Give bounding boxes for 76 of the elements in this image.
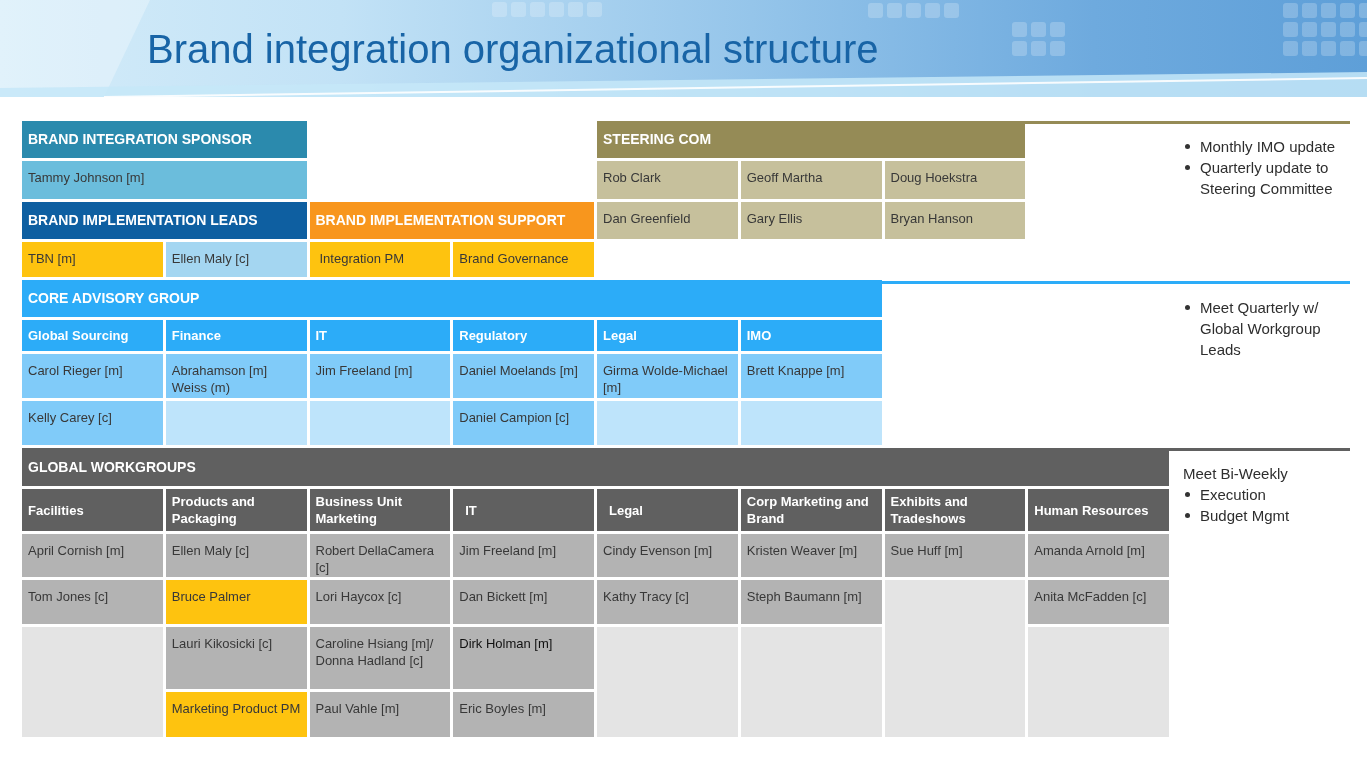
note-text: Budget Mgmt bbox=[1200, 506, 1291, 526]
group-header-bar: STEERING COM bbox=[597, 121, 1026, 158]
member-cell: Daniel Campion [c] bbox=[453, 401, 594, 445]
member-cell: Lori Haycox [c] bbox=[309, 580, 451, 624]
team-header-cell: Business Unit Marketing bbox=[309, 489, 451, 531]
team-header-cell: Finance bbox=[165, 320, 307, 351]
empty-cell bbox=[165, 401, 307, 445]
group-header-bar: BRAND IMPLEMENTATION SUPPORT bbox=[309, 202, 594, 239]
member-cell: Jim Freeland [m] bbox=[309, 354, 451, 398]
page-title: Brand integration organizational structure bbox=[147, 26, 879, 73]
empty-cell bbox=[884, 580, 1026, 737]
team-header-cell: IT bbox=[309, 320, 451, 351]
team-header-cell: Legal bbox=[597, 489, 738, 531]
team-header-cell: Regulatory bbox=[453, 320, 594, 351]
member-cell: Robert DellaCamera [c] bbox=[309, 534, 451, 577]
member-cell: Dan Bickett [m] bbox=[453, 580, 594, 624]
group-header-bar: GLOBAL WORKGROUPS bbox=[22, 448, 1169, 486]
note-text: Monthly IMO update bbox=[1200, 137, 1337, 157]
member-cell: Kelly Carey [c] bbox=[22, 401, 163, 445]
team-header-cell: IMO bbox=[740, 320, 882, 351]
group-header-bar: BRAND IMPLEMENTATION LEADS bbox=[22, 202, 307, 239]
empty-cell bbox=[597, 401, 738, 445]
empty-cell bbox=[740, 401, 882, 445]
note-text: Quarterly update to Steering Committee bbox=[1200, 158, 1334, 199]
member-cell: Sue Huff [m] bbox=[884, 534, 1026, 577]
team-header-cell: Exhibits and Tradeshows bbox=[884, 489, 1026, 531]
team-header-cell: Global Sourcing bbox=[22, 320, 163, 351]
member-cell: Amanda Arnold [m] bbox=[1028, 534, 1169, 577]
member-cell: Integration PM bbox=[309, 242, 451, 277]
member-cell: Eric Boyles [m] bbox=[453, 692, 594, 737]
member-cell: Jim Freeland [m] bbox=[453, 534, 594, 577]
member-cell: Kathy Tracy [c] bbox=[597, 580, 738, 624]
empty-cell bbox=[597, 627, 738, 737]
member-cell: Bruce Palmer bbox=[165, 580, 307, 624]
member-cell: Ellen Maly [c] bbox=[165, 242, 307, 277]
member-cell: Rob Clark bbox=[597, 161, 738, 199]
team-header-cell: IT bbox=[453, 489, 594, 531]
member-cell: April Cornish [m] bbox=[22, 534, 163, 577]
member-cell: Cindy Evenson [m] bbox=[597, 534, 738, 577]
member-cell: Dan Greenfield bbox=[597, 202, 738, 239]
member-cell: Abrahamson [m] Weiss (m) bbox=[165, 354, 307, 398]
member-cell: Anita McFadden [c] bbox=[1028, 580, 1169, 624]
member-cell: Marketing Product PM bbox=[165, 692, 307, 737]
member-cell: Girma Wolde-Michael [m] bbox=[597, 354, 738, 398]
member-cell: Bryan Hanson bbox=[884, 202, 1026, 239]
member-cell: TBN [m] bbox=[22, 242, 163, 277]
member-cell: Kristen Weaver [m] bbox=[740, 534, 882, 577]
member-cell: Brett Knappe [m] bbox=[740, 354, 882, 398]
member-cell: Tom Jones [c] bbox=[22, 580, 163, 624]
group-header-bar: CORE ADVISORY GROUP bbox=[22, 280, 882, 317]
member-cell: Carol Rieger [m] bbox=[22, 354, 163, 398]
member-cell: Paul Vahle [m] bbox=[309, 692, 451, 737]
member-cell: Tammy Johnson [m] bbox=[22, 161, 307, 199]
empty-cell bbox=[1028, 627, 1169, 737]
team-header-cell: Legal bbox=[597, 320, 738, 351]
member-cell: Caroline Hsiang [m]/ Donna Hadland [c] bbox=[309, 627, 451, 689]
team-header-cell: Human Resources bbox=[1028, 489, 1169, 531]
member-cell: Gary Ellis bbox=[740, 202, 882, 239]
member-cell: Ellen Maly [c] bbox=[165, 534, 307, 577]
group-header-bar: BRAND INTEGRATION SPONSOR bbox=[22, 121, 307, 158]
empty-cell bbox=[740, 627, 882, 737]
note-text: Execution bbox=[1200, 485, 1267, 505]
member-cell: Brand Governance bbox=[453, 242, 594, 277]
empty-cell bbox=[309, 401, 451, 445]
note-text: Meet Bi-Weekly bbox=[1183, 464, 1289, 484]
member-cell: Doug Hoekstra bbox=[884, 161, 1026, 199]
member-cell: Steph Baumann [m] bbox=[740, 580, 882, 624]
member-cell: Geoff Martha bbox=[740, 161, 882, 199]
team-header-cell: Products and Packaging bbox=[165, 489, 307, 531]
team-header-cell: Facilities bbox=[22, 489, 163, 531]
team-header-cell: Corp Marketing and Brand bbox=[740, 489, 882, 531]
empty-cell bbox=[22, 627, 163, 737]
member-cell: Daniel Moelands [m] bbox=[453, 354, 594, 398]
note-text: Meet Quarterly w/ Global Workgroup Leads bbox=[1200, 298, 1322, 360]
member-cell: Lauri Kikosicki [c] bbox=[165, 627, 307, 689]
member-cell: Dirk Holman [m] bbox=[453, 627, 594, 689]
